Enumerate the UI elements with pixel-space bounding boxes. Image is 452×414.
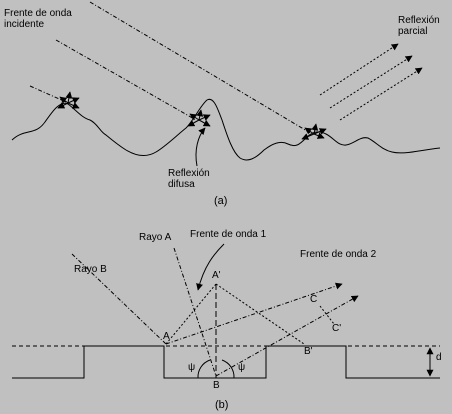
rough-surface-curve: [11, 98, 441, 161]
point-b-prime-label: B': [304, 346, 313, 357]
partial-reflection-arrows: [319, 43, 423, 121]
ray-b-label: Rayo B: [74, 264, 107, 275]
panel-a-drawing: [11, 1, 441, 167]
wavefront-2-label: Frente de onda 2: [300, 249, 377, 260]
wavefront-2-segment: [319, 305, 335, 325]
ray-a-incident: [173, 247, 217, 377]
wavefront-1-line: [165, 283, 217, 345]
scatter-arrows-peak-3: [301, 123, 327, 140]
wavefront-1-leader: [196, 243, 225, 291]
angle-psi-right: ψ: [238, 362, 246, 373]
ray-a-reflected: [215, 295, 359, 377]
scatter-arrows-peak-2: [187, 109, 211, 127]
diffuse-reflection-leader: [195, 127, 206, 167]
angle-psi-left: ψ: [188, 362, 196, 373]
point-c-label: C: [310, 294, 318, 305]
wavefront-1-label: Frente de onda 1: [190, 229, 267, 240]
incident-ray-2: [55, 39, 197, 121]
partial-reflection-label: Reflexión parcial: [398, 15, 440, 37]
angle-arc-right: [221, 359, 235, 379]
point-a-label: A: [163, 331, 170, 342]
ray-b-reflected: [165, 282, 343, 345]
panel-a-caption: (a): [214, 195, 228, 207]
surface-profile: [12, 345, 440, 379]
incident-wavefront-label: Frente de onda incidente: [4, 8, 72, 30]
ray-a-label: Rayo A: [139, 232, 172, 243]
incident-ray-3: [89, 1, 313, 135]
angle-arc-left: [197, 359, 211, 379]
point-a-prime-label: A': [212, 270, 221, 281]
ray-b-incident: [71, 253, 167, 345]
wavefront-a-prime-to-b-prime: [215, 283, 305, 345]
panel-b-drawing: [12, 243, 440, 379]
panel-b-caption: (b): [215, 399, 229, 411]
point-c-prime-label: C': [332, 323, 342, 334]
scatter-arrows-peak-1: [57, 91, 80, 109]
point-b-label: B: [213, 380, 220, 391]
incident-ray-1: [29, 85, 67, 103]
diffuse-reflection-label: Reflexión difusa: [168, 168, 210, 190]
depth-label: d: [436, 352, 442, 363]
